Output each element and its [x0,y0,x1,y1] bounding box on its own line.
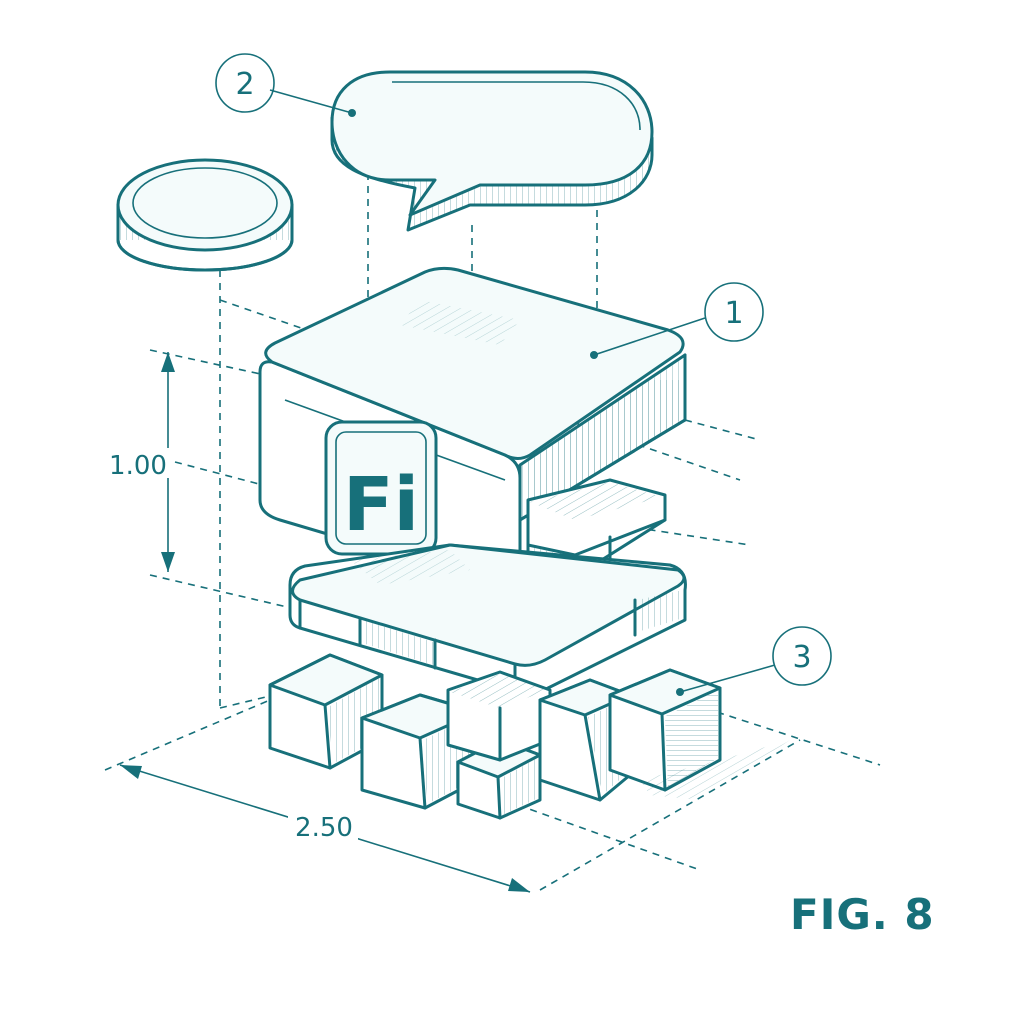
callout-2: 2 [215,53,353,114]
cube-icon [538,678,632,802]
width-dimension: 2.50 [119,764,531,893]
height-dimension-label: 1.00 [109,451,167,481]
callout-3-number: 3 [792,640,811,675]
width-dimension-label: 2.50 [295,813,353,843]
middle-slab [288,543,687,694]
cube-cluster [268,653,790,820]
fi-logo-icon: Fi [324,420,438,556]
callout-1: 1 [593,282,764,356]
callout-2-number: 2 [235,67,254,102]
callout-3: 3 [679,626,832,693]
main-block: Fi [258,266,687,588]
coin-icon [116,158,294,272]
figure-title: FIG. 8 [790,890,935,939]
speech-bubble-icon [330,70,654,232]
callout-1-number: 1 [724,296,743,331]
cube-icon [446,670,552,762]
height-dimension: 1.00 [105,352,175,572]
cube-icon [608,668,722,792]
fi-logo-text: Fi [343,462,419,548]
